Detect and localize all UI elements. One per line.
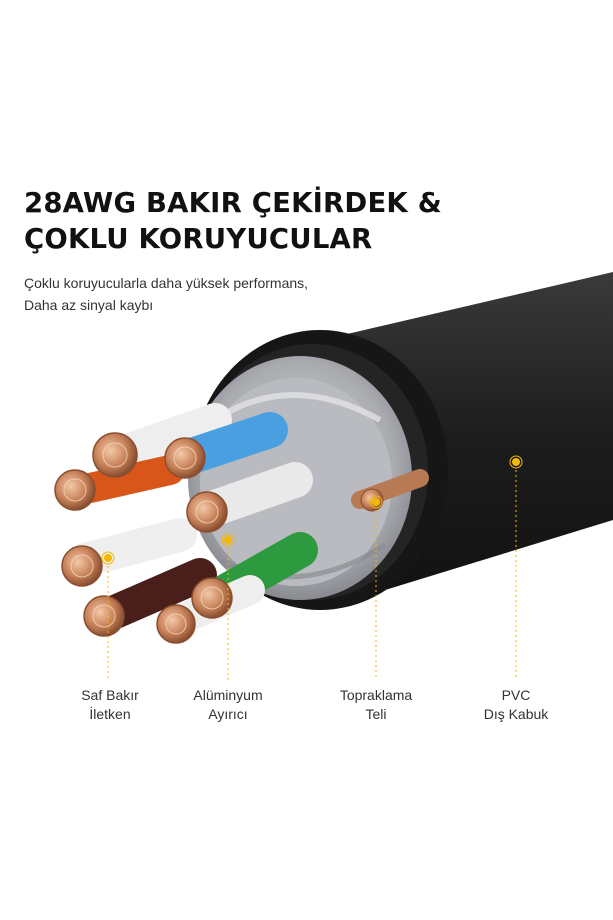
callout-label-line: Alüminyum	[193, 687, 263, 703]
callout-label-line: Saf Bakır	[81, 687, 139, 703]
copper-conductors	[54, 432, 233, 644]
callout-label-grounding-wire: Topraklama Teli	[311, 686, 441, 724]
callout-markers	[101, 455, 523, 680]
subheadline: Çoklu koruyucularla daha yüksek performa…	[24, 272, 308, 316]
callout-marker-jacket	[509, 455, 523, 680]
callout-label-line: Teli	[365, 706, 387, 722]
callout-marker-copper	[101, 551, 115, 680]
callout-marker-grounding	[369, 495, 383, 680]
callout-marker-aluminum	[221, 533, 235, 680]
subheadline-line-2: Daha az sinyal kaybı	[24, 297, 154, 313]
subheadline-line-1: Çoklu koruyucularla daha yüksek performa…	[24, 275, 309, 291]
grounding-wire	[351, 469, 429, 512]
callout-label-pvc-jacket: PVC Dış Kabuk	[451, 686, 581, 724]
callout-label-aluminum-separator: Alüminyum Ayırıcı	[163, 686, 293, 724]
headline-line-2: ÇOKLU KORUYUCULAR	[24, 223, 373, 255]
callout-label-line: PVC	[501, 687, 531, 703]
callout-label-line: Dış Kabuk	[483, 706, 549, 722]
twisted-pairs	[68, 403, 318, 635]
callout-label-line: Ayırıcı	[208, 706, 248, 722]
headline-line-1: 28AWG BAKIR ÇEKİRDEK &	[24, 187, 442, 219]
callout-label-line: İletken	[89, 706, 131, 722]
headline: 28AWG BAKIR ÇEKİRDEK & ÇOKLU KORUYUCULAR	[24, 185, 442, 257]
callout-label-copper-conductor: Saf Bakır İletken	[45, 686, 175, 724]
callout-label-line: Topraklama	[339, 687, 413, 703]
